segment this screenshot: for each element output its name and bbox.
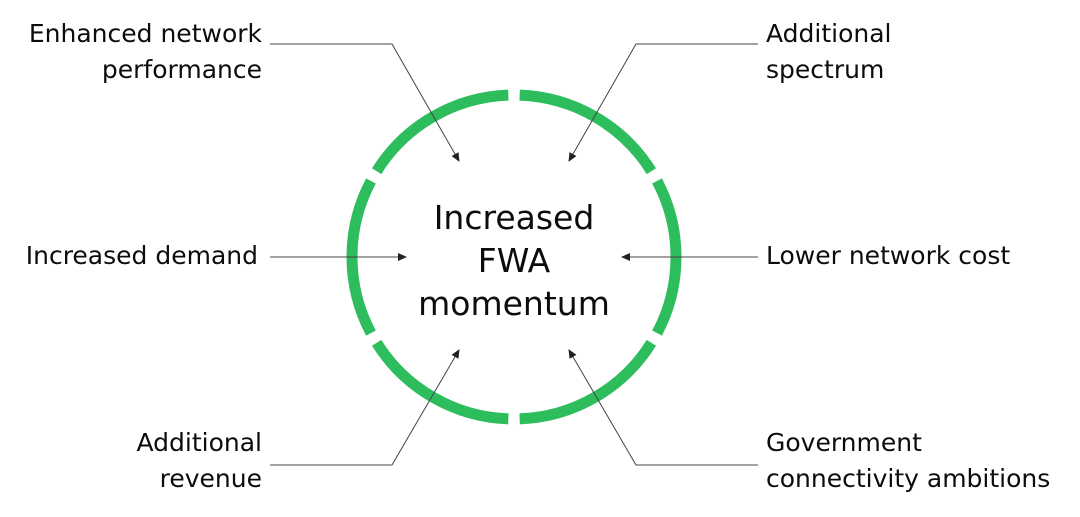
- driver-label-line: connectivity ambitions: [766, 464, 1051, 493]
- ring-segment: [519, 89, 657, 175]
- connector-lines: [270, 43, 758, 466]
- connector-additional-spectrum: [568, 43, 758, 162]
- center-title-line: momentum: [418, 284, 610, 323]
- driver-label-line: performance: [101, 55, 262, 84]
- driver-label-lower-network-cost: Lower network cost: [766, 238, 1010, 274]
- center-title-line: FWA: [477, 241, 551, 280]
- driver-label-line: Lower network cost: [766, 241, 1011, 270]
- driver-label-line: revenue: [159, 464, 262, 493]
- driver-label-line: Additional: [766, 19, 892, 48]
- driver-label-line: Government: [766, 428, 922, 457]
- driver-label-line: spectrum: [766, 55, 885, 84]
- driver-label-government-connectivity-ambitions: Government connectivity ambitions: [766, 425, 1050, 497]
- driver-label-additional-spectrum: Additional spectrum: [766, 16, 892, 88]
- driver-label-line: Additional: [136, 428, 262, 457]
- connector-additional-revenue: [270, 349, 460, 466]
- driver-label-additional-revenue: Additional revenue: [136, 425, 262, 497]
- center-title-line: Increased: [433, 198, 595, 237]
- center-title: Increased FWA momentum: [398, 196, 630, 325]
- connector-government-connectivity-ambitions: [568, 349, 758, 466]
- ring-segment: [371, 339, 509, 425]
- connector-enhanced-network-performance: [270, 43, 460, 162]
- ring-segment: [519, 339, 657, 425]
- driver-label-line: Enhanced network: [28, 19, 262, 48]
- driver-label-enhanced-network-performance: Enhanced network performance: [29, 16, 262, 88]
- ring-segment: [371, 89, 509, 175]
- driver-label-increased-demand: Increased demand: [26, 238, 258, 274]
- driver-label-line: Increased demand: [25, 241, 258, 270]
